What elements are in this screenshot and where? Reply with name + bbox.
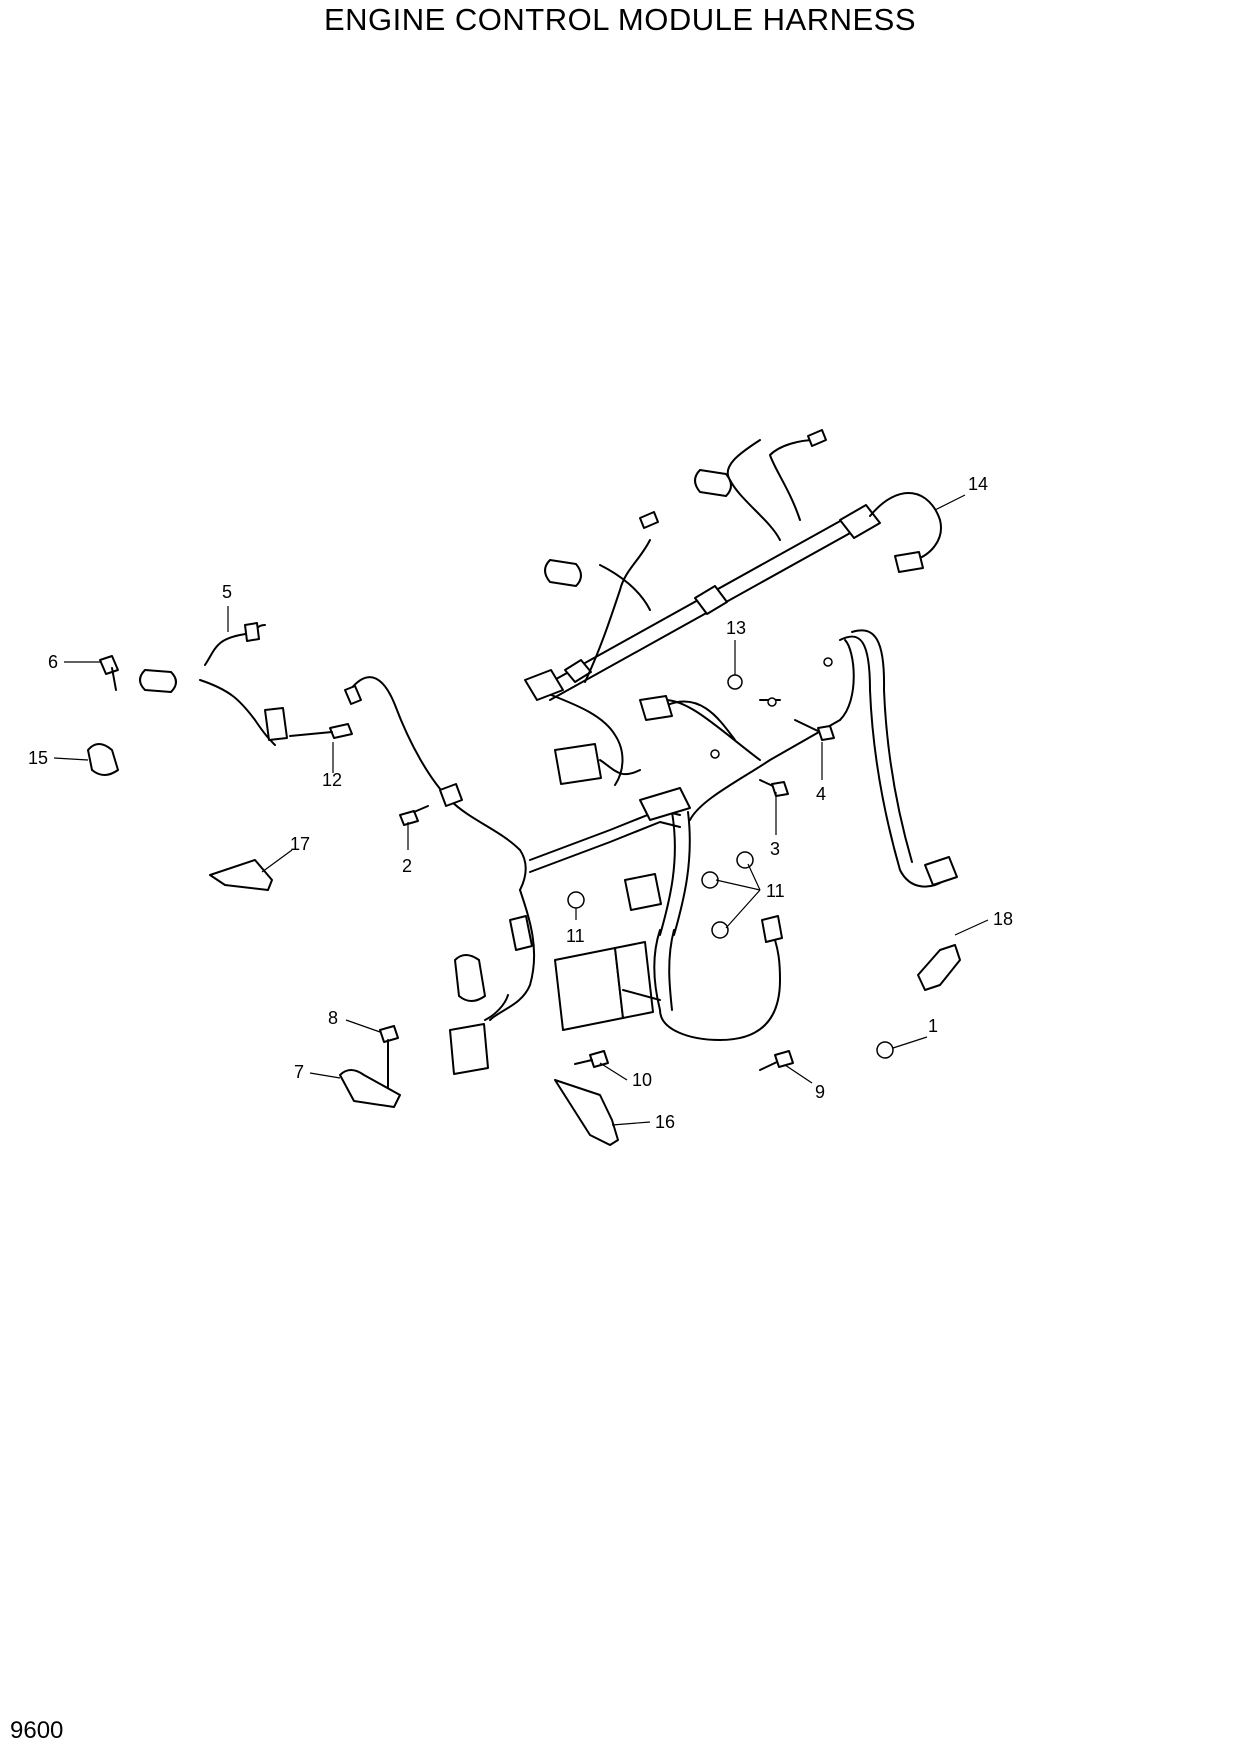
callout-9: 9 xyxy=(815,1082,825,1102)
callout-11b: 11 xyxy=(566,926,585,946)
callout-13: 13 xyxy=(726,618,746,638)
callout-17: 17 xyxy=(290,834,310,854)
callout-7: 7 xyxy=(294,1062,304,1082)
callout-2: 2 xyxy=(402,856,412,876)
callout-14: 14 xyxy=(968,474,988,494)
callout-18: 18 xyxy=(993,909,1013,929)
diagram-title: ENGINE CONTROL MODULE HARNESS xyxy=(323,2,917,37)
left-harness-branch xyxy=(344,676,536,1075)
central-harness xyxy=(529,629,958,1041)
callout-5: 5 xyxy=(222,582,232,602)
callout-12: 12 xyxy=(322,770,342,790)
callout-10: 10 xyxy=(632,1070,652,1090)
callout-6: 6 xyxy=(48,652,58,672)
callout-4: 4 xyxy=(816,784,826,804)
callout-8: 8 xyxy=(328,1008,338,1028)
callout-15: 15 xyxy=(28,748,48,768)
small-parts xyxy=(87,622,961,1146)
callout-16: 16 xyxy=(655,1112,675,1132)
leader-lines xyxy=(53,494,989,1126)
main-harness-trunk xyxy=(524,429,942,786)
callout-11a: 11 xyxy=(766,881,785,901)
callout-3: 3 xyxy=(770,839,780,859)
callout-1: 1 xyxy=(928,1016,938,1036)
callout-labels: 1 2 3 4 5 6 7 8 9 10 11 11 12 13 14 15 1… xyxy=(28,474,1013,1132)
page-code: 9600 xyxy=(10,1717,64,1744)
